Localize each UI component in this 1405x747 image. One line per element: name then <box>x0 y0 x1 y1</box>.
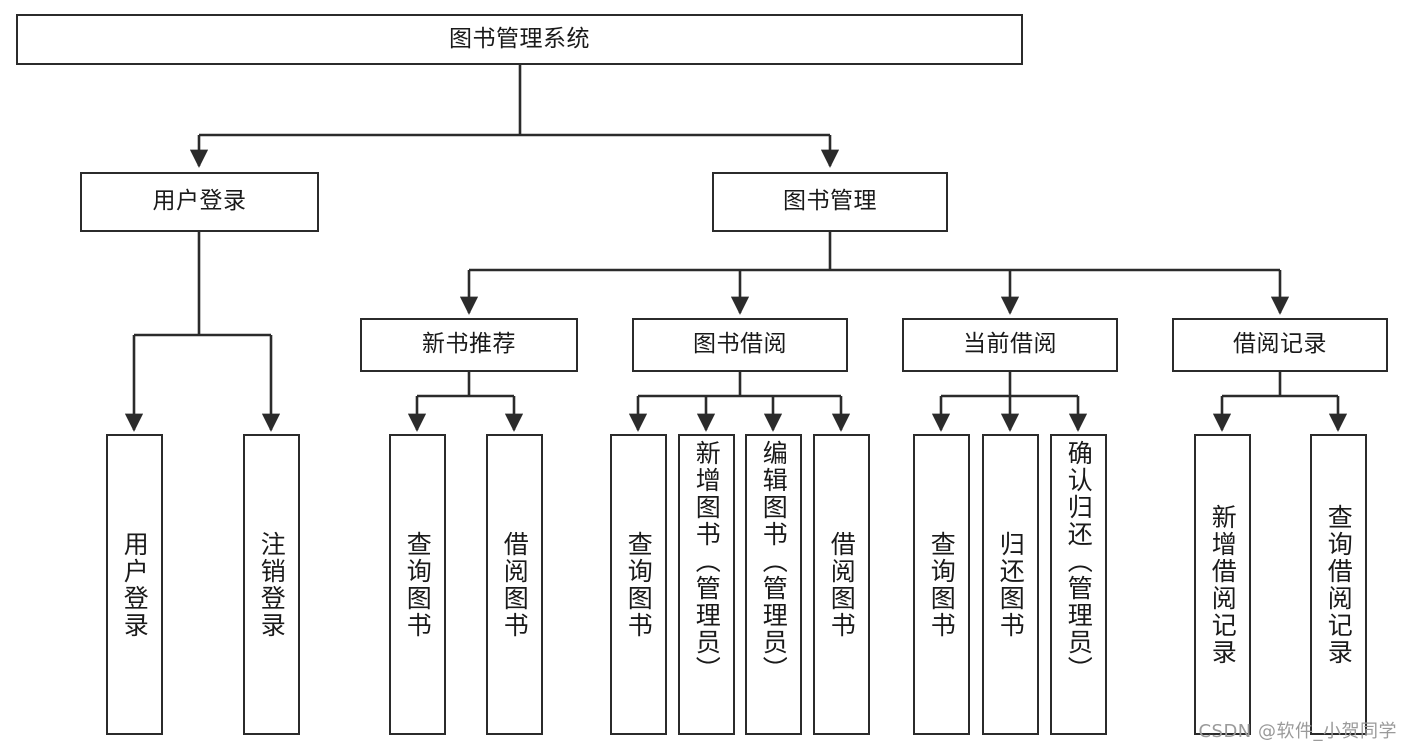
node-leaf-add-record-label: 新增借阅记录 <box>1208 503 1238 666</box>
node-leaf-query-book-b-label: 查询图书 <box>624 530 654 639</box>
node-leaf-user-login-label: 用户登录 <box>120 530 150 639</box>
node-leaf-query-book-c-label: 查询图书 <box>927 530 957 639</box>
node-leaf-borrow-book-b[interactable]: 借阅图书 <box>813 434 870 735</box>
node-leaf-confirm-return-label: 确认归还（管理员） <box>1064 440 1094 683</box>
node-leaf-confirm-return[interactable]: 确认归还（管理员） <box>1050 434 1107 735</box>
node-new-book-rec-label: 新书推荐 <box>422 331 516 358</box>
node-leaf-edit-book[interactable]: 编辑图书（管理员） <box>745 434 802 735</box>
node-leaf-add-record[interactable]: 新增借阅记录 <box>1194 434 1251 735</box>
watermark: CSDN @软件_小贺同学 <box>1198 721 1397 742</box>
node-leaf-query-record[interactable]: 查询借阅记录 <box>1310 434 1367 735</box>
node-leaf-add-book-label: 新增图书（管理员） <box>692 440 722 683</box>
node-leaf-query-record-label: 查询借阅记录 <box>1324 503 1354 666</box>
node-book-manage[interactable]: 图书管理 <box>712 172 948 232</box>
node-leaf-logout-label: 注销登录 <box>257 530 287 639</box>
node-current-borrow-label: 当前借阅 <box>963 331 1057 358</box>
node-leaf-query-book-a-label: 查询图书 <box>403 530 433 639</box>
node-book-borrow[interactable]: 图书借阅 <box>632 318 848 372</box>
node-leaf-borrow-book-a-label: 借阅图书 <box>500 530 530 639</box>
node-book-manage-label: 图书管理 <box>783 188 877 215</box>
node-leaf-return-book[interactable]: 归还图书 <box>982 434 1039 735</box>
node-leaf-borrow-book-b-label: 借阅图书 <box>827 530 857 639</box>
node-borrow-record[interactable]: 借阅记录 <box>1172 318 1388 372</box>
node-leaf-logout[interactable]: 注销登录 <box>243 434 300 735</box>
node-leaf-user-login[interactable]: 用户登录 <box>106 434 163 735</box>
node-root[interactable]: 图书管理系统 <box>16 14 1023 65</box>
node-leaf-query-book-b[interactable]: 查询图书 <box>610 434 667 735</box>
node-leaf-edit-book-label: 编辑图书（管理员） <box>759 440 789 683</box>
node-user-login-label: 用户登录 <box>152 188 247 215</box>
node-borrow-record-label: 借阅记录 <box>1233 331 1327 358</box>
node-user-login[interactable]: 用户登录 <box>80 172 319 232</box>
node-leaf-query-book-a[interactable]: 查询图书 <box>389 434 446 735</box>
node-leaf-add-book[interactable]: 新增图书（管理员） <box>678 434 735 735</box>
node-current-borrow[interactable]: 当前借阅 <box>902 318 1118 372</box>
node-new-book-rec[interactable]: 新书推荐 <box>360 318 578 372</box>
node-root-label: 图书管理系统 <box>449 25 590 52</box>
node-leaf-query-book-c[interactable]: 查询图书 <box>913 434 970 735</box>
node-book-borrow-label: 图书借阅 <box>693 331 787 358</box>
node-leaf-borrow-book-a[interactable]: 借阅图书 <box>486 434 543 735</box>
node-leaf-return-book-label: 归还图书 <box>996 530 1026 639</box>
